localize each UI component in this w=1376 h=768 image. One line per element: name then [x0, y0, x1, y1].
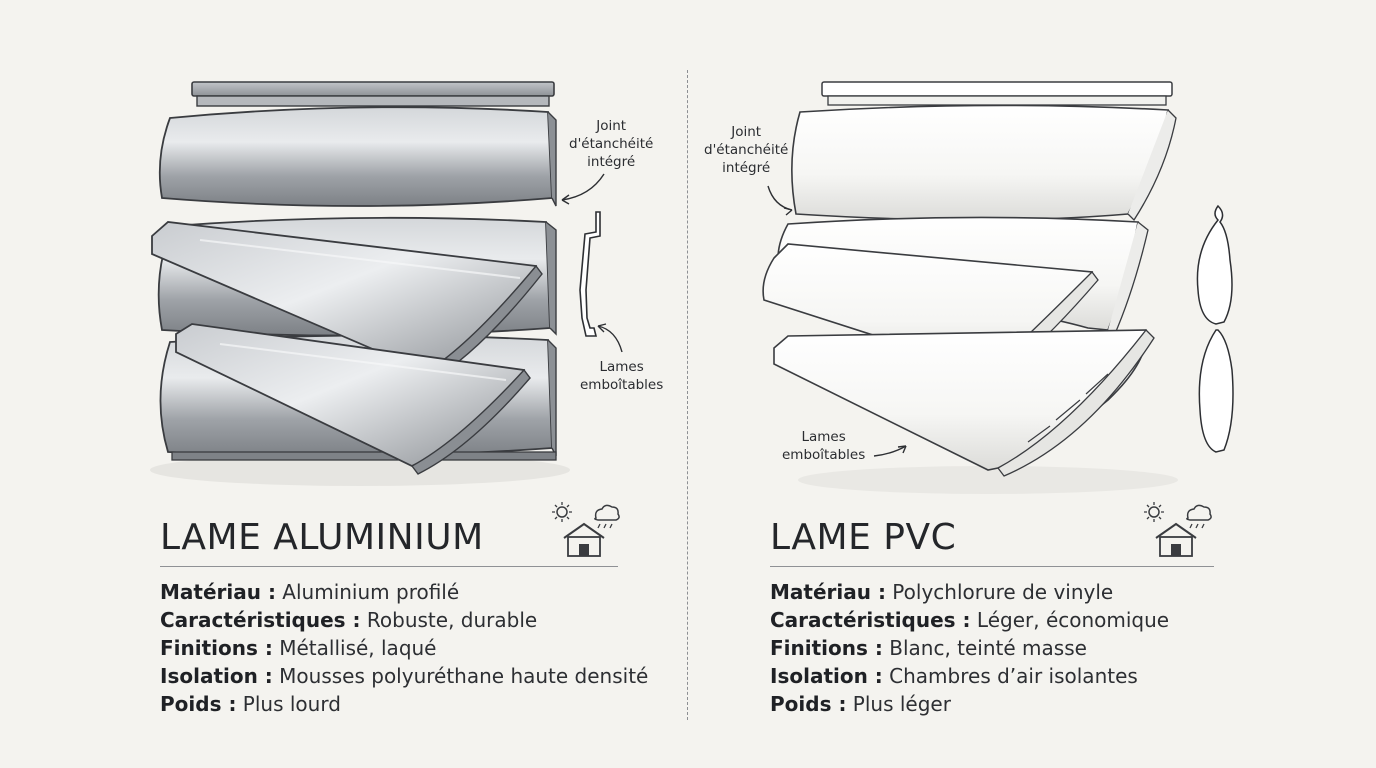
aluminium-title-rule [160, 566, 618, 567]
pvc-title-rule [770, 566, 1214, 567]
spec-insulation: Isolation : Mousses polyuréthane haute d… [160, 664, 649, 688]
sun-cloud-rain-house-icon [1144, 502, 1212, 557]
pvc-slats-illustration [762, 81, 1234, 494]
pvc-top-rail [821, 81, 1173, 106]
aluminium-panel: Joint d'étanchéité intégré Lames emboîta… [150, 81, 663, 718]
pvc-slat-top [791, 104, 1177, 222]
pvc-lames-arrow [873, 445, 907, 457]
spec-insulation: Isolation : Chambres d’air isolantes [770, 664, 1138, 688]
spec-weight: Poids : Plus lourd [160, 692, 341, 716]
pvc-panel: Joint d'étanchéité intégré Lames emboîta… [688, 0, 1376, 768]
lames-callout: Lames emboîtables [580, 358, 663, 394]
aluminium-slats-illustration [150, 81, 623, 486]
alu-slat-top [158, 106, 557, 207]
joint-callout: Joint d'étanchéité intégré [569, 117, 653, 171]
pvc-slat-bottom [773, 329, 1155, 477]
alu-top-rail [191, 81, 555, 107]
spec-characteristics: Caractéristiques : Léger, économique [770, 608, 1170, 632]
spec-finishes: Finitions : Blanc, teinté masse [770, 636, 1087, 660]
pvc-lames-callout: Lames emboîtables [782, 428, 865, 464]
joint-callout-line-3: intégré [587, 154, 636, 170]
lames-callout-line-2: emboîtables [580, 377, 664, 393]
joint-callout-line-1: Joint [596, 118, 627, 134]
pvc-lames-callout-line-2: emboîtables [782, 447, 866, 463]
spec-finishes: Finitions : Métallisé, laqué [160, 636, 437, 660]
lames-callout-line-1: Lames [599, 359, 644, 375]
pvc-joint-arrow [767, 185, 793, 211]
pvc-joint-callout-line-2: d'étanchéité [704, 142, 789, 158]
pvc-joint-callout-line-1: Joint [731, 124, 762, 140]
alu-slat-tilted-lower [175, 323, 531, 475]
pvc-joint-callout: Joint d'étanchéité intégré [704, 123, 788, 177]
pvc-joint-callout-line-3: intégré [722, 160, 771, 176]
sun-cloud-rain-house-icon [552, 502, 620, 557]
aluminium-specs-list: Matériau : Aluminium profilé Caractérist… [160, 578, 648, 718]
panel-divider [687, 70, 688, 720]
alu-slat-tilted-upper [151, 221, 543, 381]
pvc-profile-section [1196, 204, 1234, 453]
pvc-specs-list: Matériau : Polychlorure de vinyle Caract… [770, 578, 1169, 718]
lames-arrow [597, 325, 623, 353]
spec-material: Matériau : Aluminium profilé [160, 580, 460, 604]
spec-material: Matériau : Polychlorure de vinyle [770, 580, 1114, 604]
alu-profile-section [579, 211, 601, 337]
aluminium-title: LAME ALUMINIUM [160, 517, 484, 558]
spec-characteristics: Caractéristiques : Robuste, durable [160, 608, 538, 632]
pvc-title: LAME PVC [770, 517, 957, 558]
joint-arrow [561, 173, 605, 201]
joint-callout-line-2: d'étanchéité [569, 136, 654, 152]
pvc-lames-callout-line-1: Lames [801, 429, 846, 445]
spec-weight: Poids : Plus léger [770, 692, 951, 716]
